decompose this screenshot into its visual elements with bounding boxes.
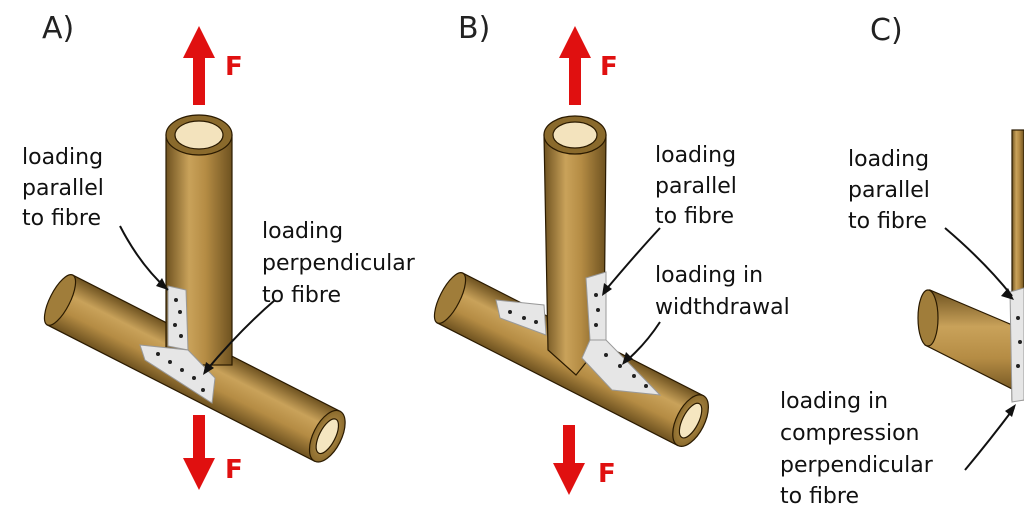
force-label-bottom: F <box>225 455 243 485</box>
leader-line <box>204 299 276 373</box>
force-arrow-up <box>559 26 591 105</box>
leader-line <box>964 407 1015 471</box>
label-compression-perpendicular-to-fibre: loading in compression perpendicular to … <box>780 389 940 509</box>
panel-c-letter: C) <box>870 13 903 48</box>
leader-line <box>624 321 661 363</box>
panel-a: A) F <box>22 11 422 490</box>
connector-plate <box>139 285 216 404</box>
force-label-top: F <box>600 52 618 82</box>
label-parallel-to-fibre: loading parallel to fibre <box>848 147 937 234</box>
force-arrow-down <box>553 425 585 495</box>
panel-a-letter: A) <box>42 11 74 46</box>
label-in-withdrawal: loading in widthdrawal <box>655 263 790 320</box>
label-perpendicular-to-fibre: loading perpendicular to fibre <box>262 219 422 308</box>
panel-c: C) loading parallel to fibre loading in … <box>780 13 1024 509</box>
leader-line <box>603 227 661 293</box>
label-parallel-to-fibre: loading parallel to fibre <box>655 143 744 229</box>
connector-plate <box>495 271 662 396</box>
connector-plate <box>1009 287 1024 403</box>
label-parallel-to-fibre: loading parallel to fibre <box>22 145 111 231</box>
panel-b-letter: B) <box>458 11 490 46</box>
leader-line <box>944 227 1013 297</box>
force-arrow-down <box>183 415 215 490</box>
force-arrow-up <box>183 26 215 105</box>
force-label-top: F <box>225 52 243 82</box>
panel-b: B) F <box>433 11 790 495</box>
force-label-bottom: F <box>598 459 616 489</box>
horizontal-bamboo-tube <box>917 289 1024 396</box>
